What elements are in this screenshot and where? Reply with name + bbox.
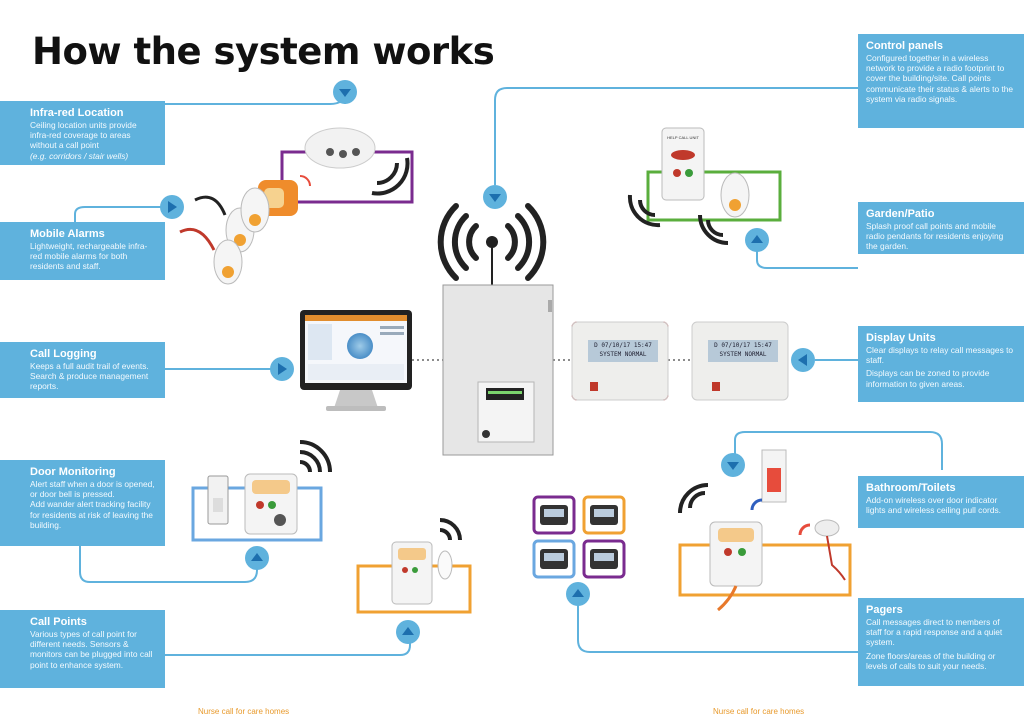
box-heading: Call Logging	[30, 348, 97, 360]
arrow-garden	[745, 228, 769, 252]
infrared-location-box: Infra-red Location Ceiling location unit…	[0, 101, 165, 165]
box-body: Clear displays to relay call messages to…	[866, 345, 1014, 366]
display-line-1: D 07/10/17 15:47	[594, 342, 652, 349]
display-screen-2: D 07/10/17 15:47 SYSTEM NORMAL	[708, 341, 778, 359]
box-heading: Pagers	[866, 604, 903, 616]
display-unit-2	[691, 321, 789, 401]
line-infrared	[165, 91, 346, 105]
arrow-logging	[270, 357, 294, 381]
box-heading: Infra-red Location	[30, 107, 124, 119]
arrow-control	[483, 185, 507, 209]
box-extra: Add wander alert tracking facility for r…	[30, 499, 153, 530]
display-line-1: D 07/10/17 15:47	[714, 342, 772, 349]
pagers-box: Pagers Call messages direct to members o…	[858, 598, 1024, 686]
line-garden	[756, 250, 858, 269]
line-mobile-top	[74, 206, 170, 222]
infrared-devices	[258, 127, 414, 216]
line-callpoints	[165, 635, 411, 656]
box-extra: Zone floors/areas of the building or lev…	[866, 650, 996, 671]
box-body: Various types of call point for differen…	[30, 629, 153, 670]
box-heading: Control panels	[866, 40, 944, 52]
box-note: (e.g. corridors / stair wells)	[30, 150, 129, 161]
display-line-2: SYSTEM NORMAL	[599, 351, 647, 358]
display-line-2: SYSTEM NORMAL	[719, 351, 767, 358]
display-unit-1	[571, 321, 669, 401]
page-title: How the system works	[32, 30, 495, 73]
call-points-box: Call Points Various types of call point …	[0, 610, 165, 688]
box-body: Ceiling location units provide infra-red…	[30, 120, 137, 151]
box-body: Keeps a full audit trail of events. Sear…	[30, 361, 149, 392]
line-pagers	[577, 600, 858, 653]
call-unit-label: HELP CALL UNIT	[667, 135, 699, 140]
arrow-callpoints	[396, 620, 420, 644]
arrow-display	[791, 348, 815, 372]
door-monitoring-box: Door Monitoring Alert staff when a door …	[0, 460, 165, 546]
control-panel-cabinet	[442, 284, 554, 456]
call-logging-box: Call Logging Keeps a full audit trail of…	[0, 342, 165, 398]
wireless-broadcast-icon	[437, 203, 547, 286]
pagers-grid	[532, 495, 626, 579]
display-units-box: Display Units Clear displays to relay ca…	[858, 326, 1024, 402]
line-bathroom	[734, 431, 943, 470]
box-body: Lightweight, rechargeable infra-red mobi…	[30, 241, 148, 272]
arrow-pagers	[566, 582, 590, 606]
footer-right: Nurse call for care homes	[713, 707, 805, 716]
box-heading: Door Monitoring	[30, 466, 116, 478]
mobile-alarms-box: Mobile Alarms Lightweight, rechargeable …	[0, 222, 165, 280]
call-point-devices	[356, 518, 472, 614]
arrow-bathroom	[721, 453, 745, 477]
garden-call-point	[627, 127, 782, 245]
box-extra: Displays can be zoned to provide informa…	[866, 368, 990, 389]
arrow-markers	[160, 80, 815, 644]
box-heading: Bathroom/Toilets	[866, 482, 956, 494]
bathroom-toilets-box: Bathroom/Toilets Add-on wireless over do…	[858, 476, 1024, 528]
connector-lines	[74, 87, 943, 656]
box-body: Configured together in a wireless networ…	[866, 53, 1014, 104]
box-body: Call messages direct to members of staff…	[866, 617, 1003, 648]
box-heading: Call Points	[30, 616, 87, 628]
footer-left: Nurse call for care homes	[198, 707, 290, 716]
arrow-door	[245, 546, 269, 570]
door-monitoring-devices	[191, 440, 332, 542]
call-logging-monitor	[300, 310, 412, 411]
box-heading: Display Units	[866, 332, 936, 344]
bathroom-devices	[678, 449, 852, 612]
box-heading: Garden/Patio	[866, 208, 935, 220]
arrow-mobile	[160, 195, 184, 219]
box-heading: Mobile Alarms	[30, 228, 105, 240]
display-screen-1: D 07/10/17 15:47 SYSTEM NORMAL	[588, 341, 658, 359]
box-body: Alert staff when a door is opened, or do…	[30, 479, 155, 500]
box-body: Splash proof call points and mobile radi…	[866, 221, 1004, 252]
box-body: Add-on wireless over door indicator ligh…	[866, 495, 1001, 516]
line-control	[494, 87, 858, 185]
garden-patio-box: Garden/Patio Splash proof call points an…	[858, 202, 1024, 254]
control-panels-box: Control panels Configured together in a …	[858, 34, 1024, 128]
mobile-alarm-pendants	[179, 187, 270, 285]
line-door	[79, 545, 258, 583]
arrow-infrared	[333, 80, 357, 104]
